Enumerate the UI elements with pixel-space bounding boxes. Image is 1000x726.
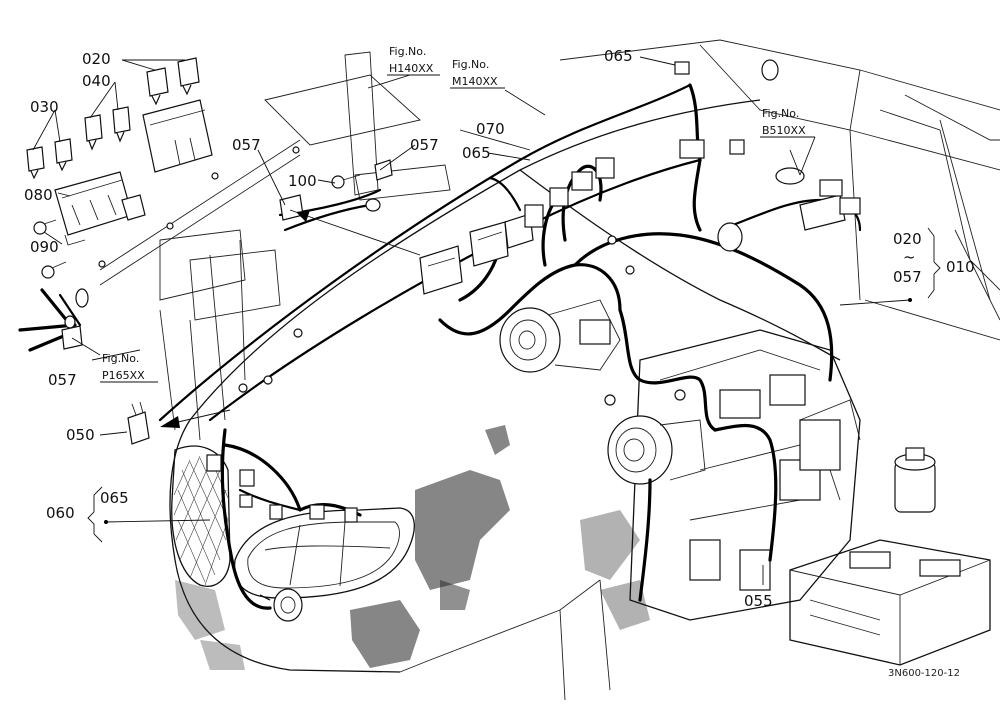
fuse-020	[146, 57, 200, 106]
diagram-reference-number: 3N600-120-12	[888, 668, 960, 679]
fuse-assembly	[26, 57, 300, 279]
label-057-upper-mid: 057	[410, 136, 439, 154]
figure-references: Fig.No. H140XX Fig.No. M140XX Fig.No. B5…	[100, 45, 816, 383]
range-brackets	[87, 227, 941, 543]
headlight	[233, 507, 415, 599]
hood-decal	[175, 425, 650, 670]
horn	[259, 588, 303, 622]
fig-m140-heading: Fig.No.	[452, 58, 489, 71]
label-057-lower-left: 057	[48, 371, 77, 389]
label-050: 050	[66, 426, 95, 444]
bolt-090	[41, 261, 67, 279]
engine-block	[629, 329, 861, 621]
label-040: 040	[82, 72, 111, 90]
label-065-top: 065	[604, 47, 633, 65]
label-065-bracket: 065	[100, 489, 129, 507]
label-057-range: 057	[893, 268, 922, 286]
fig-h140-heading: Fig.No.	[389, 45, 426, 58]
ac-compressor	[499, 299, 621, 373]
fig-m140-code: M140XX	[452, 75, 498, 88]
label-010: 010	[946, 258, 975, 276]
tractor-structure	[99, 39, 1000, 701]
fig-p165-heading: Fig.No.	[102, 352, 139, 365]
label-080: 080	[24, 186, 53, 204]
fig-b510-heading: Fig.No.	[762, 107, 799, 120]
fuse-030	[26, 138, 73, 180]
leader-lines	[32, 56, 911, 585]
bolt-080	[33, 219, 57, 235]
label-range-tilde: ~	[903, 248, 916, 266]
label-055: 055	[744, 592, 773, 610]
bracket-plates	[99, 139, 301, 441]
label-100: 100	[288, 172, 317, 190]
relay-box	[142, 99, 213, 173]
fuse-040	[84, 106, 131, 151]
label-057-upper-left: 057	[232, 136, 261, 154]
alternator	[607, 415, 706, 485]
label-030: 030	[30, 98, 59, 116]
label-060: 060	[46, 504, 75, 522]
battery	[789, 539, 991, 666]
harness-connectors	[61, 59, 861, 523]
part-labels: 020 040 030 080 090 057 100 057 065 070 …	[24, 47, 975, 610]
label-020-top: 020	[82, 50, 111, 68]
fig-p165-code: P165XX	[102, 369, 145, 382]
fig-h140-code: H140XX	[389, 62, 434, 75]
label-070: 070	[476, 120, 505, 138]
fuse-box	[54, 171, 146, 246]
fig-b510-code: B510XX	[762, 124, 806, 137]
coolant-tank	[894, 447, 936, 513]
label-090: 090	[30, 238, 59, 256]
label-020-range: 020	[893, 230, 922, 248]
label-065-mid: 065	[462, 144, 491, 162]
